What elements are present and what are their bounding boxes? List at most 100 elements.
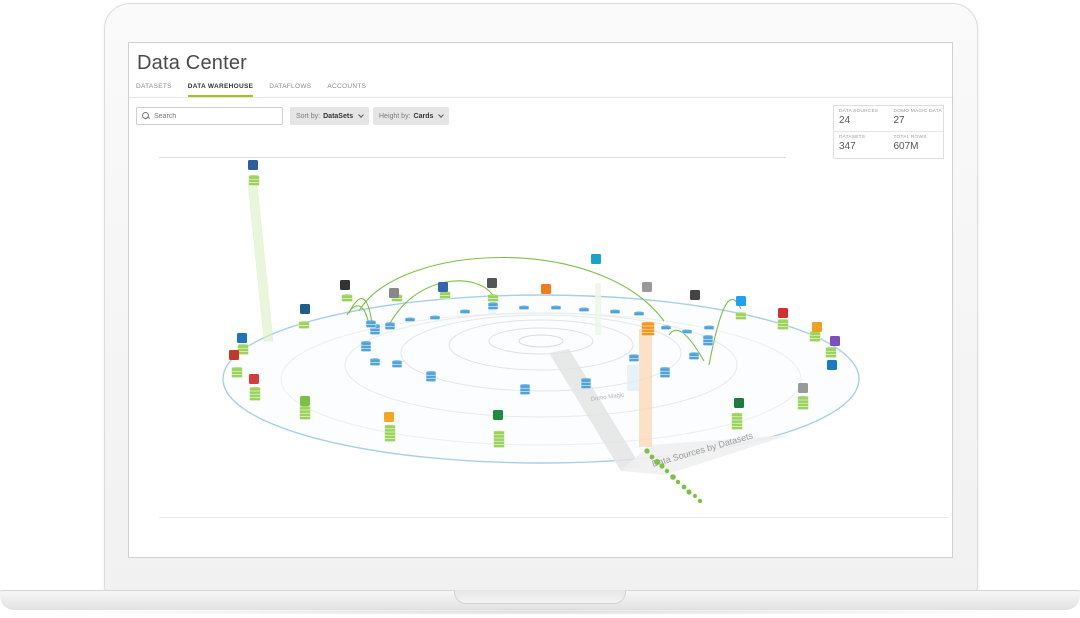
table-icon[interactable] (798, 383, 808, 393)
blue-dataset-stack[interactable] (459, 309, 471, 314)
green-source-stack[interactable] (299, 405, 311, 420)
source-icon[interactable] (389, 288, 399, 298)
blue-dataset-stack[interactable] (487, 302, 499, 310)
dataset-stacks (231, 175, 837, 448)
sort-by-value: DataSets (323, 112, 354, 120)
blue-dataset-stack[interactable] (384, 322, 396, 330)
source-icon[interactable] (438, 282, 448, 292)
green-source-stack[interactable] (493, 430, 505, 448)
tab-bar: DATASETS DATA WAREHOUSE DATAFLOWS ACCOUN… (136, 83, 366, 97)
source-column-tall (247, 182, 274, 342)
excel-icon[interactable] (734, 398, 744, 408)
stat-domo-magic-data: DOMO MAGIC DATA 27 (888, 106, 943, 132)
tab-divider (129, 97, 952, 98)
green-source-stack[interactable] (231, 367, 243, 378)
source-icon[interactable] (237, 333, 247, 343)
app-screen: Data Center DATASETS DATA WAREHOUSE DATA… (128, 42, 953, 558)
blue-dataset-stack[interactable] (633, 311, 645, 316)
source-icon[interactable] (541, 284, 551, 294)
blue-dataset-stack[interactable] (702, 335, 714, 346)
flow-arc (358, 256, 665, 322)
source-icon[interactable] (778, 308, 788, 318)
source-icon[interactable] (300, 304, 310, 314)
stat-total-rows: TOTAL ROWS 607M (893, 135, 927, 152)
source-icon[interactable] (642, 282, 652, 292)
blue-dataset-stack[interactable] (404, 317, 416, 322)
sort-by-label: Sort by: (296, 112, 321, 120)
green-source-stack[interactable] (248, 175, 260, 186)
blue-dataset-stack[interactable] (550, 305, 562, 310)
stats-panel: DATA SOURCES 24 DOMO MAGIC DATA 27 DATAS… (833, 105, 944, 159)
blue-dataset-stack[interactable] (580, 378, 592, 389)
blue-dataset-stack[interactable] (660, 325, 672, 330)
source-icons (229, 160, 840, 422)
flow-arc (346, 305, 370, 326)
green-source-stack[interactable] (237, 344, 249, 355)
tab-dataflows[interactable]: DATAFLOWS (269, 83, 312, 90)
green-source-stack[interactable] (809, 331, 821, 342)
tab-datasets[interactable]: DATASETS (136, 83, 172, 90)
green-source-stack[interactable] (797, 395, 809, 410)
source-icon[interactable] (249, 374, 259, 384)
tab-data-warehouse[interactable]: DATA WAREHOUSE (187, 83, 254, 97)
blue-dataset-stack[interactable] (360, 341, 372, 352)
source-icon[interactable] (830, 336, 840, 346)
blue-dataset-stack[interactable] (578, 307, 590, 312)
height-by-dropdown[interactable]: Height by: Cards (373, 107, 450, 125)
source-icon[interactable] (300, 396, 310, 406)
blue-dataset-stack[interactable] (688, 352, 700, 360)
highlighted-dataset-stack[interactable] (641, 321, 655, 336)
search-box[interactable] (136, 107, 283, 125)
twitter-icon[interactable] (736, 296, 746, 306)
source-icon[interactable] (591, 254, 601, 264)
blue-dataset-stack[interactable] (369, 358, 381, 366)
blue-dataset-stack[interactable] (518, 305, 530, 310)
green-source-stack[interactable] (487, 294, 499, 302)
green-source-stack[interactable] (341, 294, 353, 302)
blue-dataset-stack[interactable] (519, 384, 531, 395)
blue-dataset-stack[interactable] (681, 329, 693, 334)
green-source-stack[interactable] (735, 312, 747, 320)
page-title: Data Center (137, 52, 248, 74)
search-icon (142, 112, 150, 120)
ring-4 (400, 314, 682, 392)
source-icon[interactable] (229, 350, 239, 360)
green-source-stack[interactable] (249, 386, 261, 401)
highlight-column (639, 329, 652, 447)
ring-5 (448, 319, 634, 371)
tab-accounts[interactable]: ACCOUNTS (327, 83, 367, 90)
green-source-stack[interactable] (825, 347, 837, 358)
laptop-shadow (40, 609, 1040, 615)
green-source-stack[interactable] (439, 291, 451, 299)
green-source-stack[interactable] (777, 319, 789, 330)
search-input[interactable] (154, 112, 274, 120)
sheets-icon[interactable] (493, 410, 503, 420)
flow-dot-trail (644, 448, 703, 504)
blue-dataset-stack[interactable] (628, 354, 640, 362)
green-source-stack[interactable] (731, 412, 743, 430)
sort-by-dropdown[interactable]: Sort by: DataSets (290, 107, 370, 125)
data-warehouse-visualization[interactable]: Domo Magic Data Sources by Datasets (129, 43, 953, 558)
source-icon[interactable] (690, 290, 700, 300)
ring-3 (344, 312, 738, 418)
sap-icon[interactable] (384, 412, 394, 422)
source-icon[interactable] (487, 278, 497, 288)
height-by-value: Cards (413, 112, 434, 120)
blue-dataset-stack[interactable] (703, 325, 715, 330)
green-source-stack[interactable] (298, 321, 310, 329)
viz-top-rule (159, 157, 786, 158)
ring-center (518, 334, 564, 348)
blue-dataset-stack[interactable] (391, 360, 403, 368)
blue-dataset-stack[interactable] (365, 320, 377, 328)
blue-dataset-stack[interactable] (425, 371, 437, 382)
faint-column (595, 283, 601, 335)
source-icon[interactable] (340, 280, 350, 290)
green-source-stack[interactable] (384, 424, 396, 442)
source-icon[interactable] (812, 322, 822, 332)
center-label: Domo Magic (590, 392, 624, 403)
blue-dataset-stack[interactable] (429, 315, 441, 320)
domo-source-icon[interactable] (248, 160, 258, 170)
blue-dataset-stack[interactable] (609, 309, 621, 314)
dollar-icon[interactable] (827, 360, 837, 370)
blue-dataset-stack[interactable] (659, 367, 671, 378)
